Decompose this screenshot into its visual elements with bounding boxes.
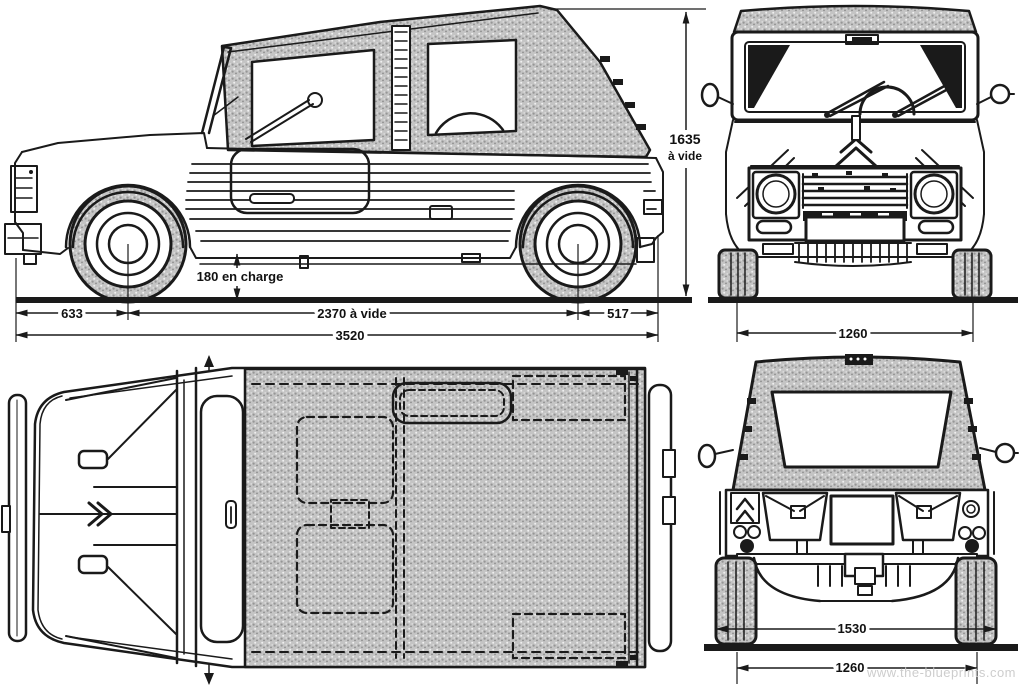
overall-width-label: 1530 — [838, 621, 867, 636]
hood-lines — [39, 377, 177, 659]
rear-track-label: 1260 — [836, 660, 865, 675]
top-snaps — [739, 398, 981, 460]
wipers — [824, 80, 952, 118]
body-side — [4, 45, 664, 269]
front-overhang-label: 633 — [61, 306, 83, 321]
front-fender-arch — [64, 183, 192, 249]
headlight — [10, 165, 38, 213]
door-outline — [229, 147, 371, 215]
top-snaps — [600, 56, 646, 130]
right-mirror — [976, 83, 1015, 105]
ground-clearance-label: 180 en charge — [197, 269, 284, 284]
front-right-tire — [951, 248, 993, 300]
windshield-band — [175, 366, 198, 668]
front-track-label: 1260 — [839, 326, 868, 341]
roof-seams — [251, 374, 641, 660]
left-mirror — [700, 82, 734, 108]
top-view — [1, 355, 676, 685]
rear-side-window — [426, 38, 518, 137]
left-mirror — [697, 443, 734, 469]
height-qualifier-label: à vide — [668, 149, 702, 163]
ground-line — [16, 297, 692, 303]
steering-wheel-arc — [858, 85, 916, 116]
soft-top — [220, 4, 652, 159]
wiper — [212, 96, 239, 117]
right-tail-lights — [958, 500, 986, 553]
zipper-strip — [391, 25, 411, 151]
license-plate — [804, 215, 906, 243]
front-view-dimensions: 1260 — [736, 301, 974, 345]
door-handle — [249, 193, 295, 204]
citroen-chevron-icon — [730, 492, 760, 524]
canvas-roof — [243, 367, 647, 669]
rear-fender-arch — [514, 183, 642, 249]
citroen-chevron-icon — [833, 137, 879, 169]
front-left-tire — [717, 248, 759, 300]
door-window — [250, 48, 376, 148]
height-label: 1635 — [669, 131, 700, 147]
rear-window — [770, 390, 953, 469]
left-turn-signal — [755, 219, 793, 235]
rear-view-dimensions: 1530 1260 — [715, 618, 997, 684]
right-pocket — [894, 491, 962, 555]
lower-valance — [794, 242, 912, 267]
front-view — [700, 4, 1018, 303]
rear-overhang-label: 517 — [607, 306, 629, 321]
overall-length-label: 3520 — [336, 328, 365, 343]
ground-line — [704, 644, 1018, 651]
side-view-dimensions: 180 en charge 633 2370 à vide 517 3520 1… — [15, 8, 706, 347]
rear-view — [697, 354, 1019, 651]
steering-column — [245, 99, 314, 143]
door-panel — [199, 394, 245, 644]
right-turn-signal — [917, 219, 955, 235]
watermark: www.the-blueprints.com — [866, 665, 1016, 680]
right-mirror — [979, 442, 1019, 464]
license-plate — [829, 494, 895, 546]
ground-line — [708, 297, 1018, 303]
left-tail-lights — [733, 525, 761, 553]
windshield-frame — [200, 45, 233, 135]
hood-hinge — [77, 449, 109, 470]
body-ribs — [185, 163, 657, 242]
hood-hinge — [77, 554, 109, 575]
wheelbase-label: 2370 à vide — [317, 306, 386, 321]
steering-wheel — [307, 92, 323, 108]
side-view — [4, 4, 692, 304]
roof-cap — [732, 4, 978, 34]
grille-slats — [801, 171, 909, 209]
rear-left-tire — [714, 556, 758, 646]
left-headlight — [751, 170, 801, 220]
rear-right-tire — [954, 556, 998, 646]
right-headlight — [909, 170, 959, 220]
